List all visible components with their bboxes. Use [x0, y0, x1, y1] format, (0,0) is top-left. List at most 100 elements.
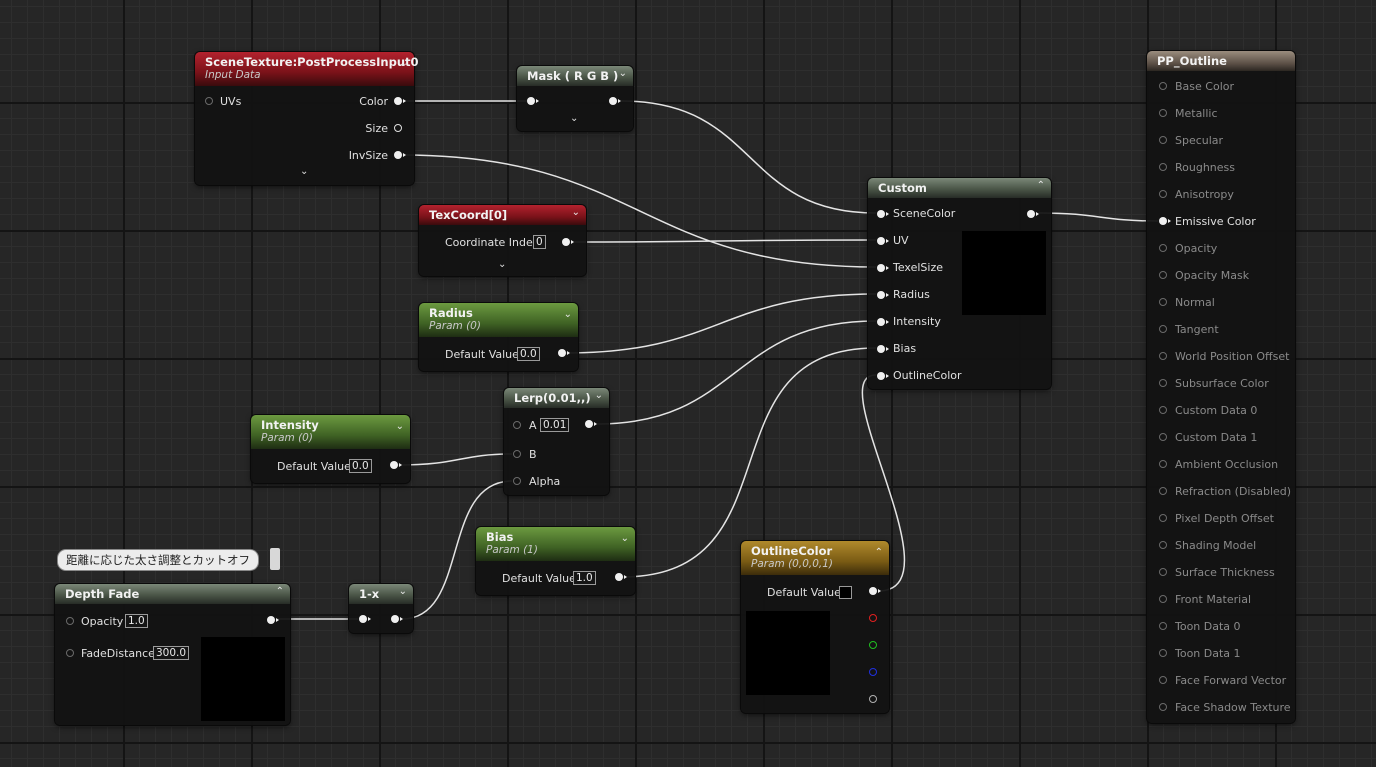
chevron-down-icon[interactable]: ⌄	[618, 68, 627, 79]
lerp-a-pin[interactable]	[513, 421, 521, 429]
size-output-pin[interactable]	[394, 124, 402, 132]
material-input-pin[interactable]	[1159, 163, 1167, 171]
material-input-pin[interactable]	[1159, 325, 1167, 333]
material-input-pin[interactable]	[1159, 676, 1167, 684]
material-input-pin[interactable]	[1159, 190, 1167, 198]
material-input-pin[interactable]	[1159, 271, 1167, 279]
one-minus-output-pin[interactable]	[391, 615, 403, 623]
rgb-output-pin[interactable]	[869, 587, 881, 595]
chevron-down-icon[interactable]: ⌄	[571, 207, 580, 218]
material-pin-label: Emissive Color	[1175, 215, 1256, 228]
mask-input-pin[interactable]	[527, 97, 539, 105]
custom-output-pin[interactable]	[1027, 210, 1039, 218]
chevron-down-icon[interactable]: ⌄	[395, 421, 404, 432]
fade-distance-field[interactable]: 300.0	[153, 646, 190, 660]
color-output-pin[interactable]	[394, 97, 406, 105]
material-input-pin[interactable]	[1159, 541, 1167, 549]
material-input-pin[interactable]	[1159, 109, 1167, 117]
chevron-up-icon[interactable]: ⌃	[275, 586, 284, 597]
scene-texture-node[interactable]: SceneTexture:PostProcessInput0 Input Dat…	[195, 52, 419, 185]
lerp-a-field[interactable]: 0.01	[540, 418, 570, 432]
material-input-pin[interactable]	[1159, 595, 1167, 603]
alpha-output-pin[interactable]	[869, 695, 877, 703]
depth-fade-node[interactable]: Depth Fade ⌃ Opacity 1.0 FadeDistance 30…	[55, 584, 290, 725]
outline-color-node[interactable]: OutlineColor Param (0,0,0,1) ⌃ Default V…	[741, 541, 889, 713]
opacity-field[interactable]: 1.0	[125, 614, 148, 628]
radius-output-pin[interactable]	[558, 349, 570, 357]
bias-output-pin[interactable]	[615, 573, 627, 581]
uv-input-pin[interactable]	[877, 237, 889, 245]
depth-fade-output-pin[interactable]	[267, 616, 279, 624]
material-input-pin[interactable]	[1159, 379, 1167, 387]
bias-value-field[interactable]: 1.0	[573, 571, 596, 585]
chevron-up-icon[interactable]: ⌃	[874, 547, 883, 558]
material-pin-label: Opacity	[1175, 242, 1218, 255]
radius-node[interactable]: Radius Param (0) ⌄ Default Value 0.0	[419, 303, 578, 371]
material-input-pin[interactable]	[1159, 649, 1167, 657]
material-input-pin[interactable]	[1159, 703, 1167, 711]
material-input-pin[interactable]	[1159, 82, 1167, 90]
opacity-input-pin[interactable]	[66, 617, 74, 625]
comment-handle-icon[interactable]	[270, 548, 280, 570]
material-input-pin[interactable]	[1159, 406, 1167, 414]
blue-output-pin[interactable]	[869, 668, 877, 676]
scenecolor-input-pin[interactable]	[877, 210, 889, 218]
green-output-pin[interactable]	[869, 641, 877, 649]
node-title: PP_Outline	[1157, 54, 1227, 68]
comment-bubble[interactable]: 距離に応じた太さ調整とカットオフ	[57, 549, 259, 571]
chevron-down-icon[interactable]: ⌄	[594, 390, 603, 401]
bias-input-pin[interactable]	[877, 345, 889, 353]
lerp-alpha-pin[interactable]	[513, 477, 521, 485]
node-subtitle: Input Data	[205, 69, 261, 81]
lerp-b-pin[interactable]	[513, 450, 521, 458]
material-input-pin[interactable]	[1159, 433, 1167, 441]
chevron-down-icon[interactable]: ⌄	[398, 586, 407, 597]
material-input-pin[interactable]	[1159, 244, 1167, 252]
uvs-input-pin[interactable]	[205, 97, 213, 105]
intensity-output-pin[interactable]	[390, 461, 402, 469]
bias-node[interactable]: Bias Param (1) ⌄ Default Value 1.0	[476, 527, 635, 595]
material-input-pin[interactable]	[1159, 352, 1167, 360]
material-input-pin[interactable]	[1159, 514, 1167, 522]
chevron-down-icon[interactable]: ⌄	[399, 58, 408, 69]
radius-input-pin[interactable]	[877, 291, 889, 299]
chevron-down-icon[interactable]: ⌄	[563, 309, 572, 320]
material-input-pin[interactable]	[1159, 568, 1167, 576]
one-minus-input-pin[interactable]	[359, 615, 371, 623]
material-input-pin[interactable]	[1159, 460, 1167, 468]
material-input-pin[interactable]	[1159, 622, 1167, 630]
custom-node[interactable]: Custom ⌃ SceneColor UV TexelSize Radius …	[868, 178, 1051, 389]
node-title: Custom	[878, 181, 927, 195]
outlinecolor-input-pin[interactable]	[877, 372, 889, 380]
default-value-label: Default Value	[445, 348, 519, 361]
intensity-node[interactable]: Intensity Param (0) ⌄ Default Value 0.0	[251, 415, 410, 483]
color-swatch[interactable]	[839, 586, 852, 599]
intensity-input-pin[interactable]	[877, 318, 889, 326]
one-minus-x-node[interactable]: 1-x ⌄	[349, 584, 413, 633]
material-input-pin[interactable]	[1159, 136, 1167, 144]
material-input-pin[interactable]	[1159, 298, 1167, 306]
mask-output-pin[interactable]	[609, 97, 621, 105]
mask-node[interactable]: Mask ( R G B ) ⌄ ⌄	[517, 66, 633, 131]
lerp-output-pin[interactable]	[585, 420, 597, 428]
chevron-down-icon[interactable]: ⌄	[498, 259, 507, 270]
fade-distance-input-pin[interactable]	[66, 649, 74, 657]
material-pin-label: Ambient Occlusion	[1175, 458, 1279, 471]
material-pin-label: Toon Data 0	[1175, 620, 1241, 633]
chevron-down-icon[interactable]: ⌄	[570, 113, 579, 124]
material-input-pin[interactable]	[1159, 217, 1171, 225]
red-output-pin[interactable]	[869, 614, 877, 622]
coordinate-index-field[interactable]: 0	[533, 235, 546, 249]
lerp-node[interactable]: Lerp(0.01,,) ⌄ A 0.01 B Alpha	[504, 388, 609, 495]
radius-value-field[interactable]: 0.0	[517, 347, 540, 361]
texcoord-output-pin[interactable]	[562, 238, 574, 246]
chevron-up-icon[interactable]: ⌃	[1036, 180, 1045, 191]
invsize-output-pin[interactable]	[394, 151, 406, 159]
chevron-down-icon[interactable]: ⌄	[620, 533, 629, 544]
texcoord-node[interactable]: TexCoord[0] ⌄ Coordinate Index 0 ⌄	[419, 205, 586, 276]
texelsize-input-pin[interactable]	[877, 264, 889, 272]
intensity-value-field[interactable]: 0.0	[349, 459, 372, 473]
chevron-down-icon[interactable]: ⌄	[300, 166, 309, 177]
material-input-pin[interactable]	[1159, 487, 1167, 495]
